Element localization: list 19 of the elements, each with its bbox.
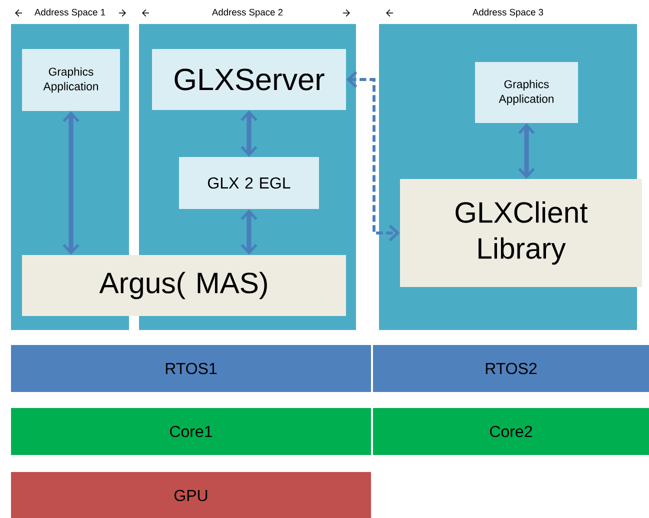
arrow: [62, 111, 80, 255]
arrow: [240, 110, 258, 157]
core-bar: Core2: [373, 408, 649, 455]
component-box: GLX 2 EGL: [179, 157, 319, 209]
gpu-bar: GPU: [11, 472, 371, 518]
rtos-bar: RTOS2: [373, 345, 649, 392]
component-box: Graphics Application: [475, 62, 578, 123]
panel-heading: Address Space 3: [472, 8, 544, 18]
core-bar: Core1: [11, 408, 371, 455]
panel-heading: Address Space 1: [34, 8, 106, 18]
component-box: GLXServer: [152, 49, 346, 110]
component-box: Graphics Application: [22, 49, 120, 111]
arrow: [346, 71, 400, 242]
component-box: Argus( MAS): [22, 255, 346, 316]
component-box: GLXClient Library: [400, 179, 642, 287]
panel-heading: Address Space 2: [212, 8, 283, 18]
arrow: [518, 123, 535, 179]
arrow: [240, 209, 258, 255]
rtos-bar: RTOS1: [11, 345, 371, 392]
